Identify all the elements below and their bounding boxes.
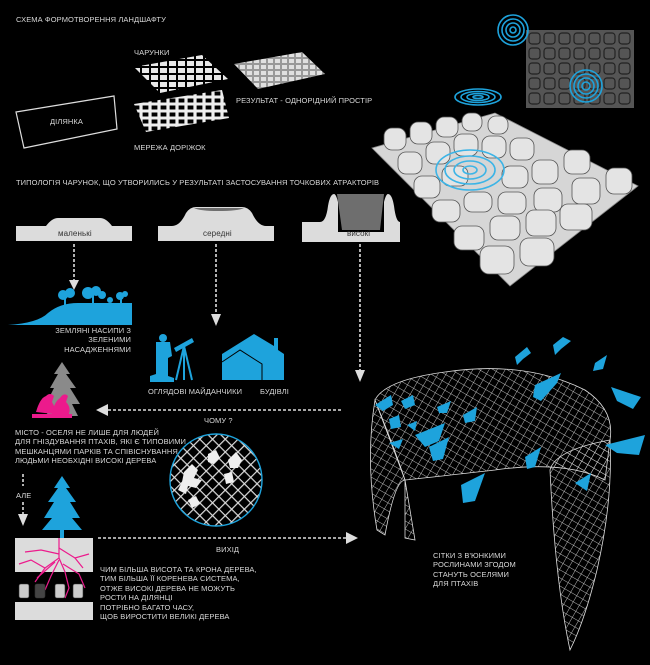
arrow-left-why xyxy=(96,404,341,416)
roots-explanation-text: ЧИМ БІЛЬША ВИСОТА ТА КРОНА ДЕРЕВА, ТИМ Б… xyxy=(100,565,257,621)
arrow-down-high xyxy=(355,244,365,382)
tall-tree-icon xyxy=(42,476,82,538)
attractor-grid-plan xyxy=(526,30,634,108)
site-label: ДІЛЯНКА xyxy=(50,117,83,126)
city-birds-text: МІСТО - ОСЕЛЯ НЕ ЛИШЕ ДЛЯ ЛЮДЕЙ ДЛЯ ГНІЗ… xyxy=(15,428,187,466)
attractor-elevation-icon xyxy=(454,88,502,106)
typology-title: ТИПОЛОГІЯ ЧАРУНОК, ЩО УТВОРИЛИСЬ У РЕЗУЛ… xyxy=(16,178,380,187)
path-network-icon xyxy=(134,90,229,132)
cell-type-medium-label: середні xyxy=(203,229,232,238)
flying-birds-icon xyxy=(375,337,645,503)
arrow-down-small xyxy=(69,244,79,290)
result-grid-icon xyxy=(234,52,325,89)
cell-type-small-profile xyxy=(16,218,132,241)
cells-label: ЧАРУНКИ xyxy=(134,48,170,57)
tree-roots-section-icon xyxy=(15,538,93,620)
net-explanation-text: СІТКИ З В'ЮНКИМИ РОСЛИНАМИ ЗГОДОМ СТАНУТ… xyxy=(433,551,516,589)
result-label: РЕЗУЛЬТАТ - ОДНОРІДНИЙ ПРОСТІР xyxy=(236,96,373,105)
cell-type-medium-profile xyxy=(158,207,274,241)
lookout-telescope-icon xyxy=(150,334,194,382)
arrow-down-but xyxy=(18,474,28,526)
lookout-label: ОГЛЯДОВІ МАЙДАНЧИКИ xyxy=(148,387,243,396)
arrow-right-exit xyxy=(98,532,358,544)
cell-type-high-profile xyxy=(302,194,400,242)
birds-tree-icon xyxy=(32,362,80,418)
paths-label: МЕРЕЖА ДОРІЖОК xyxy=(134,143,206,152)
arrow-down-medium xyxy=(211,244,221,326)
but-label: АЛЕ xyxy=(16,491,32,500)
cell-type-high-label: високі xyxy=(347,229,371,238)
earth-mound-trees-icon xyxy=(8,286,132,325)
cell-type-small-label: маленькі xyxy=(58,229,92,238)
building-house-icon xyxy=(221,334,284,380)
exit-label: ВИХІД xyxy=(216,545,240,554)
cell-landscape-3d xyxy=(371,112,639,287)
cells-grid-icon xyxy=(134,55,228,93)
site-parcel-outline xyxy=(15,95,118,149)
diagram-title: СХЕМА ФОРМОТВОРЕННЯ ЛАНДШАФТУ xyxy=(16,15,166,24)
mounds-label: ЗЕМЛЯНІ НАСИПИ З ЗЕЛЕНИМИ НАСАДЖЕННЯМИ xyxy=(55,326,131,354)
attractor-point-icon xyxy=(569,69,603,103)
attractor-point-icon xyxy=(497,14,529,46)
chainlink-fence-vines-icon xyxy=(169,433,263,527)
why-label: ЧОМУ ? xyxy=(204,416,233,425)
buildings-label: БУДІВЛІ xyxy=(260,387,289,396)
